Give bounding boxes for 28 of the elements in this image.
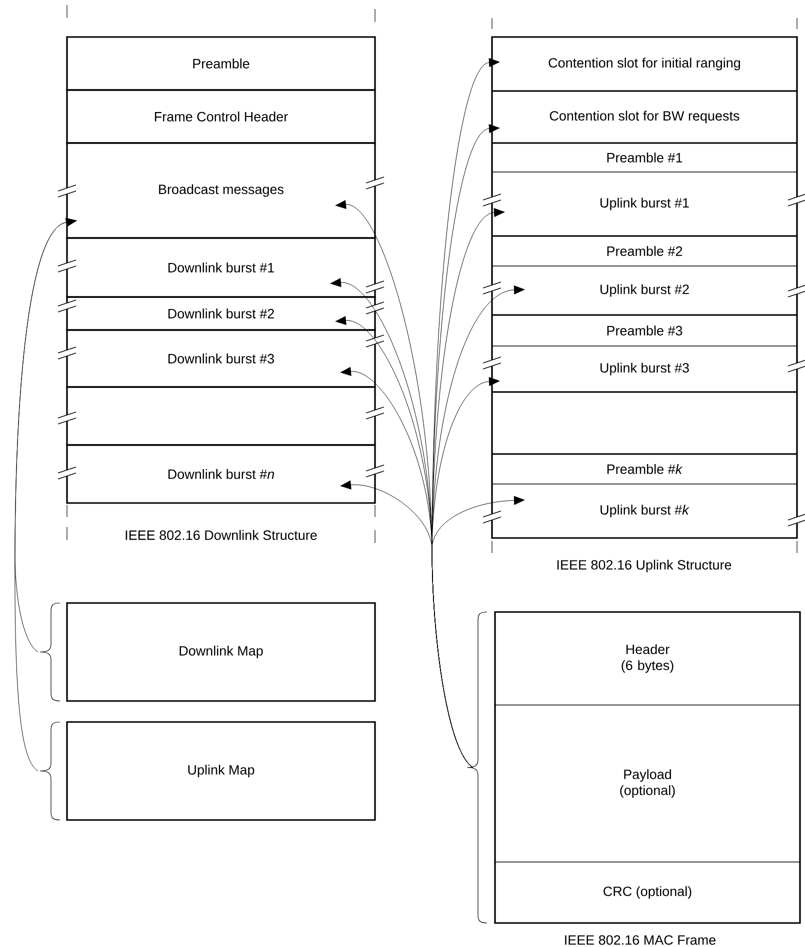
mac-frame-box bbox=[494, 611, 801, 924]
frame-field: Downlink burst #1 bbox=[66, 237, 376, 298]
map-box: Uplink Map bbox=[66, 721, 376, 821]
frame-field: Header (6 bytes) bbox=[494, 612, 800, 706]
frame-field: Uplink burst #3 bbox=[492, 346, 798, 392]
arrow bbox=[14, 218, 77, 772]
frame-field: CRC (optional) bbox=[494, 862, 800, 924]
caption: IEEE 802.16 Downlink Structure bbox=[126, 530, 317, 540]
arrow bbox=[432, 496, 525, 768]
frame-field: Frame Control Header bbox=[66, 89, 376, 144]
node-label: Preamble #1 bbox=[607, 152, 682, 162]
frame-field: Payload (optional) bbox=[494, 704, 800, 862]
frame-field: Uplink burst #2 bbox=[492, 266, 798, 316]
node-label: Preamble #k bbox=[607, 464, 683, 474]
node-label: Preamble #2 bbox=[607, 246, 682, 256]
frame-field: Downlink burst #3 bbox=[66, 329, 376, 388]
node-label: Preamble #3 bbox=[607, 326, 682, 336]
caption: IEEE 802.16 Uplink Structure bbox=[557, 560, 732, 572]
map-box: Downlink Map bbox=[66, 602, 376, 702]
frame-field: Downlink burst #n bbox=[66, 444, 376, 504]
node-label: Contention slot for initial ranging bbox=[548, 58, 740, 70]
frame-field: Uplink burst #k bbox=[492, 484, 798, 538]
frame-field bbox=[66, 386, 376, 446]
node-label: Contention slot for BW requests bbox=[550, 110, 740, 124]
frame-field: Uplink burst #1 bbox=[492, 172, 798, 236]
frame-field: Downlink burst #2 bbox=[66, 296, 376, 331]
frame-field: Broadcast messages bbox=[66, 142, 376, 239]
frame-field: Preamble bbox=[66, 36, 376, 91]
